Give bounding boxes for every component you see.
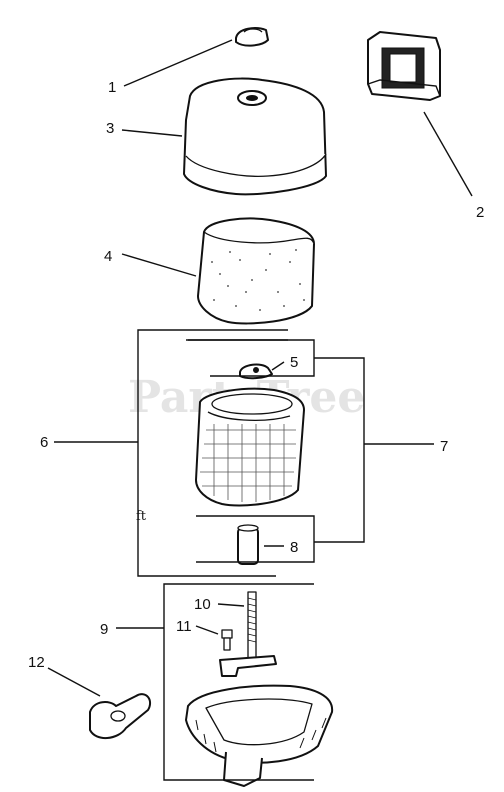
callout-8: 8 [290,539,298,556]
part-10-stud[interactable] [247,591,257,663]
leader-lines [47,39,473,697]
part-2-insert[interactable] [367,31,441,101]
part-4-foam-element[interactable] [197,217,315,325]
callout-12: 12 [28,654,45,671]
bracket[interactable] [219,655,277,677]
part-11-screw[interactable] [221,629,233,651]
bracket-7 [314,357,434,543]
part-5-nut[interactable] [239,363,273,380]
callout-6: 6 [40,434,48,451]
callout-4: 4 [104,248,112,265]
callout-2: 2 [476,204,484,221]
callout-11: 11 [176,618,192,635]
kit-box-6 [137,329,315,577]
part-1-knob[interactable] [235,27,269,47]
part-8-spacer[interactable] [237,524,259,565]
part-3-cover[interactable] [183,77,327,196]
callout-1: 1 [108,79,116,96]
part-12-gasket[interactable] [89,693,152,739]
callout-9: 9 [100,621,108,638]
paper-element[interactable] [195,387,305,507]
air-cleaner-base[interactable] [185,684,334,787]
stray-mark: ft [136,509,147,524]
callout-3: 3 [106,120,114,137]
callout-5: 5 [290,354,298,371]
callout-10: 10 [194,596,211,613]
kit-box-9 [163,583,314,781]
callout-7: 7 [440,438,448,455]
